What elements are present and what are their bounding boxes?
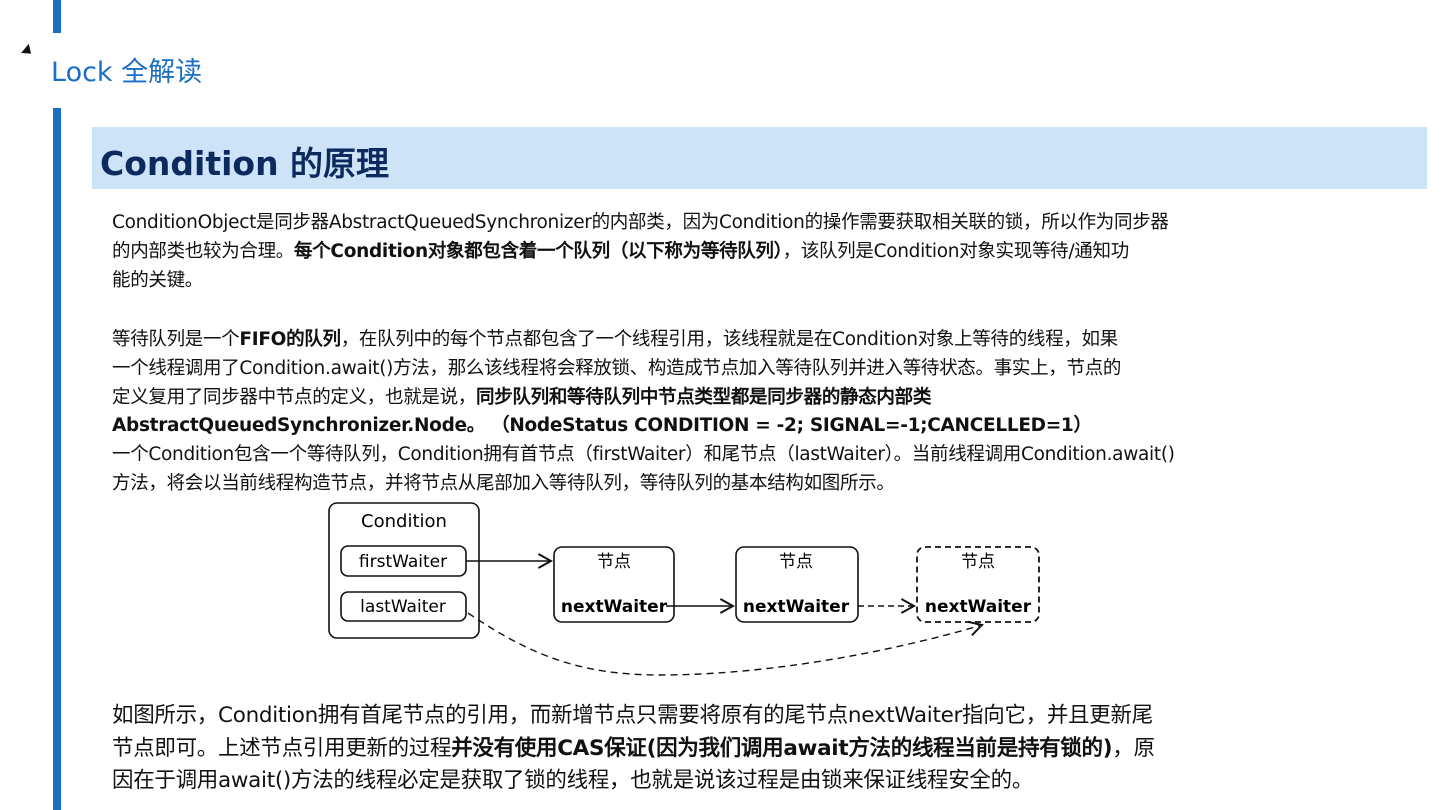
text-segment: ，在队列中的每个节点都包含了一个线程引用，该线程就是在Condition对象上等…: [340, 329, 1118, 350]
section-heading-text: Condition 的原理: [100, 144, 390, 183]
text-segment: 如图所示，Condition拥有首尾节点的引用，而新增节点只需要将原有的尾节点n…: [112, 703, 1153, 728]
first-waiter-label: firstWaiter: [359, 552, 447, 572]
arrow-last-to-node3: [467, 612, 984, 676]
page-title: Lock 全解读: [51, 57, 203, 88]
node-box-1: [553, 546, 675, 623]
text-line: 定义复用了同步器中节点的定义，也就是说，同步队列和等待队列中节点类型都是同步器的…: [112, 383, 931, 409]
node-title-1: 节点: [597, 552, 631, 572]
text-line: 节点即可。上述节点引用更新的过程并没有使用CAS保证(因为我们调用await方法…: [112, 731, 1155, 762]
node-title-3: 节点: [961, 552, 995, 572]
bold-text: 同步队列和等待队列中节点类型都是同步器的静态内部类: [476, 387, 932, 408]
text-line: 如图所示，Condition拥有首尾节点的引用，而新增节点只需要将原有的尾节点n…: [112, 698, 1153, 729]
outline-bar-main: [53, 108, 61, 810]
condition-label: Condition: [361, 511, 447, 532]
text-line: 的内部类也较为合理。每个Condition对象都包含着一个队列（以下称为等待队列…: [112, 237, 1129, 263]
text-line: 一个Condition包含一个等待队列，Condition拥有首节点（first…: [112, 440, 1175, 466]
text-line: 等待队列是一个FIFO的队列，在队列中的每个节点都包含了一个线程引用，该线程就是…: [112, 325, 1118, 351]
text-segment: ，原: [1112, 736, 1155, 761]
node-field-3: nextWaiter: [925, 597, 1032, 617]
text-line: 因在于调用await()方法的线程必定是获取了锁的线程，也就是说该过程是由锁来保…: [112, 763, 1033, 794]
node-title-2: 节点: [779, 552, 813, 572]
node-field-1: nextWaiter: [561, 597, 668, 617]
text-segment: 等待队列是一个: [112, 329, 240, 350]
text-segment: 方法，将会以当前线程构造节点，并将节点从尾部加入等待队列，等待队列的基本结构如图…: [112, 473, 895, 494]
node-box-2: [735, 546, 859, 623]
bold-text: 每个Condition对象都包含着一个队列（以下称为等待队列）: [294, 241, 783, 262]
text-line: 能的关键。: [112, 266, 203, 292]
last-waiter-label: lastWaiter: [360, 597, 446, 617]
text-segment: 能的关键。: [112, 270, 204, 291]
text-line: 一个线程调用了Condition.await()方法，那么该线程将会释放锁、构造…: [112, 354, 1121, 380]
text-segment: 定义复用了同步器中节点的定义，也就是说，: [112, 387, 477, 408]
bold-text: AbstractQueuedSynchronizer.Node。 （NodeSt…: [112, 415, 1092, 436]
text-segment: ConditionObject是同步器AbstractQueuedSynchro…: [112, 212, 1169, 233]
text-segment: 因在于调用await()方法的线程必定是获取了锁的线程，也就是说该过程是由锁来保…: [112, 768, 1034, 793]
bold-text: FIFO的队列: [239, 329, 341, 350]
text-segment: 一个线程调用了Condition.await()方法，那么该线程将会释放锁、构造…: [112, 358, 1122, 379]
bold-text: 并没有使用CAS保证(因为我们调用await方法的线程当前是持有锁的): [451, 736, 1113, 761]
node-field-2: nextWaiter: [743, 597, 850, 617]
text-line: 方法，将会以当前线程构造节点，并将节点从尾部加入等待队列，等待队列的基本结构如图…: [112, 469, 895, 495]
text-line: ConditionObject是同步器AbstractQueuedSynchro…: [112, 208, 1169, 234]
outline-bar-top: [53, 0, 61, 33]
last-waiter-box: [340, 591, 467, 622]
text-line: AbstractQueuedSynchronizer.Node。 （NodeSt…: [112, 411, 1092, 437]
condition-queue-diagram: Condition firstWaiter lastWaiter 节点 next…: [328, 502, 1040, 676]
text-segment: 一个Condition包含一个等待队列，Condition拥有首节点（first…: [112, 444, 1175, 465]
text-segment: ，该队列是Condition对象实现等待/通知功: [782, 241, 1130, 262]
mouse-cursor-icon: [21, 43, 35, 59]
text-segment: 节点即可。上述节点引用更新的过程: [112, 736, 452, 761]
section-heading: Condition 的原理: [92, 127, 1427, 189]
text-segment: 的内部类也较为合理。: [112, 241, 295, 262]
